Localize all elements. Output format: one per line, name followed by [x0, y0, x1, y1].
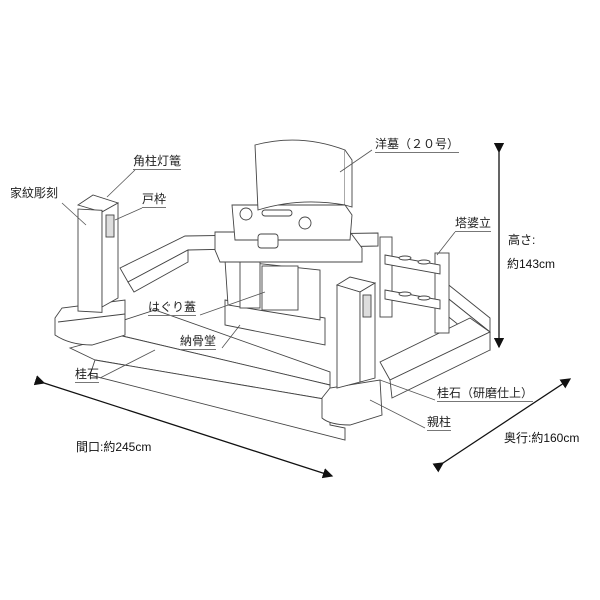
label-border-stone: 桂石 [75, 367, 100, 383]
label-door-frame: 戸枠 [142, 192, 167, 208]
leader-lines [61, 149, 456, 429]
tombstone [214, 139, 363, 346]
label-border-stone-polished: 桂石（研磨仕上） [437, 386, 534, 402]
right-pillar [321, 276, 383, 426]
label-stupa-stand: 塔婆立 [455, 216, 492, 232]
label-hinged-lid: はぐり蓋 [148, 300, 197, 316]
width-dimension: 間口:約245cm [76, 440, 152, 454]
depth-arrow [432, 378, 572, 473]
left-lantern [54, 194, 126, 346]
label-square-lantern: 角柱灯篭 [133, 154, 182, 170]
stupa-stand [379, 236, 450, 334]
label-main-pillar: 親柱 [427, 415, 452, 431]
height-label: 高さ: [508, 233, 536, 247]
label-family-crest: 家紋彫刻 [10, 186, 59, 200]
label-ossuary: 納骨堂 [180, 334, 217, 350]
dimension-arrows [33, 142, 572, 479]
width-arrow [33, 375, 334, 479]
height-value: 約143cm [507, 257, 556, 271]
depth-dimension: 奥行:約160cm [504, 431, 580, 445]
label-western-tombstone: 洋墓（２０号） [375, 137, 460, 153]
